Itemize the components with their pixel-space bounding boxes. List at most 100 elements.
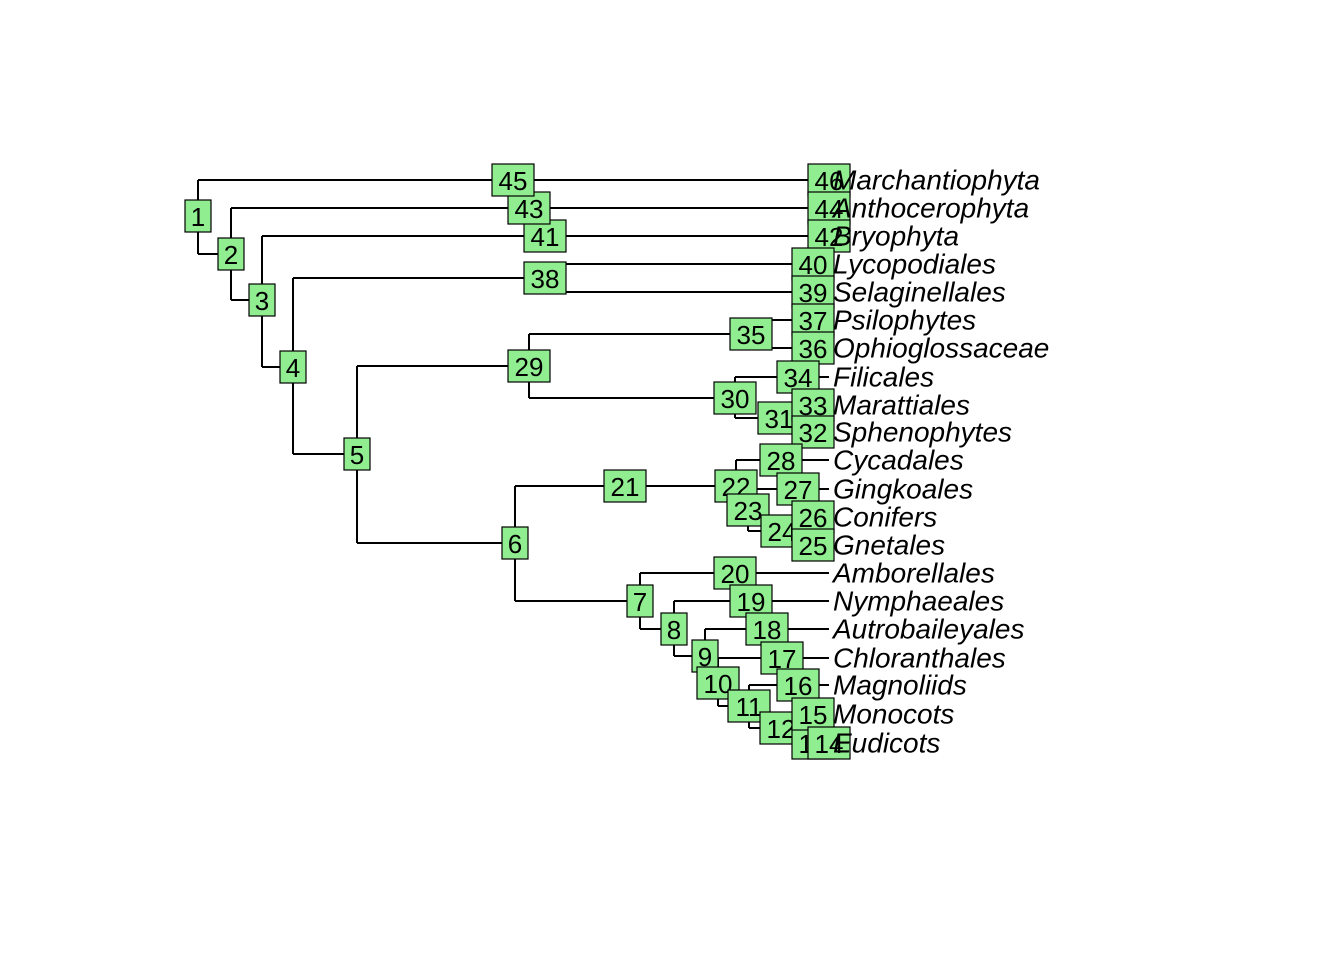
tip-label-lycopodiales: Lycopodiales: [833, 249, 996, 280]
node-box-26: [791, 500, 835, 534]
node-label-14: 14: [807, 726, 851, 760]
node-number-28: 28: [767, 446, 796, 476]
tip-label-cycadales: Cycadales: [833, 445, 964, 476]
node-label-2: 2: [217, 237, 245, 271]
node-box-37: [791, 303, 835, 337]
node-number-25: 25: [799, 531, 828, 561]
node-label-5: 5: [343, 437, 371, 471]
node-box-7: [626, 584, 654, 618]
node-box-20: [713, 556, 757, 590]
node-number-37: 37: [799, 306, 828, 336]
node-label-44: 44: [807, 191, 851, 225]
node-box-3: [248, 283, 276, 317]
node-box-27: [776, 472, 820, 506]
node-label-46: 46: [807, 163, 851, 197]
tip-label-chloranthales: Chloranthales: [833, 643, 1006, 674]
tip-labels: MarchantiophytaAnthocerophytaBryophytaLy…: [831, 165, 1049, 759]
node-number-6: 6: [508, 529, 522, 559]
node-number-30: 30: [721, 384, 750, 414]
node-box-39: [791, 275, 835, 309]
node-box-1: [184, 199, 212, 233]
node-number-20: 20: [721, 559, 750, 589]
node-label-18: 18: [745, 612, 789, 646]
node-number-11: 11: [736, 692, 763, 722]
node-box-6: [501, 526, 529, 560]
node-number-34: 34: [784, 363, 813, 393]
node-number-46: 46: [815, 166, 844, 196]
node-number-18: 18: [753, 615, 782, 645]
tip-label-nymphaeales: Nymphaeales: [833, 586, 1004, 617]
node-box-4: [279, 350, 307, 384]
node-label-40: 40: [791, 247, 835, 281]
node-box-29: [507, 349, 551, 383]
tip-label-sphenophytes: Sphenophytes: [833, 417, 1012, 448]
tip-label-monocots: Monocots: [833, 699, 954, 730]
node-number-16: 16: [784, 671, 813, 701]
node-box-30: [713, 381, 757, 415]
node-label-6: 6: [501, 526, 529, 560]
tip-label-ophioglossaceae: Ophioglossaceae: [833, 333, 1049, 364]
node-label-1: 1: [184, 199, 212, 233]
node-label-21: 21: [603, 469, 647, 503]
node-label-29: 29: [507, 349, 551, 383]
node-number-43: 43: [515, 194, 544, 224]
node-label-45: 45: [491, 163, 535, 197]
node-number-32: 32: [799, 418, 828, 448]
node-box-46: [807, 163, 851, 197]
node-number-40: 40: [799, 250, 828, 280]
tip-label-psilophytes: Psilophytes: [833, 305, 976, 336]
node-number-26: 26: [799, 503, 828, 533]
tip-label-gingkoales: Gingkoales: [833, 474, 973, 505]
node-box-44: [807, 191, 851, 225]
tip-label-filicales: Filicales: [833, 362, 934, 393]
tip-label-magnoliids: Magnoliids: [833, 670, 967, 701]
node-box-42: [807, 219, 851, 253]
node-box-38: [523, 261, 567, 295]
node-label-23: 23: [726, 493, 770, 527]
node-label-3: 3: [248, 283, 276, 317]
tip-label-marchantiophyta: Marchantiophyta: [833, 165, 1040, 196]
node-label-38: 38: [523, 261, 567, 295]
node-number-15: 15: [799, 700, 828, 730]
node-number-14: 14: [815, 729, 844, 759]
node-label-37: 37: [791, 303, 835, 337]
node-label-7: 7: [626, 584, 654, 618]
node-box-35: [729, 317, 773, 351]
node-box-32: [791, 415, 835, 449]
tip-label-anthocerophyta: Anthocerophyta: [831, 193, 1029, 224]
node-number-3: 3: [255, 286, 269, 316]
node-number-2: 2: [224, 240, 238, 270]
node-number-31: 31: [765, 404, 794, 434]
node-box-2: [217, 237, 245, 271]
node-number-23: 23: [734, 496, 763, 526]
node-number-12: 12: [767, 714, 796, 744]
node-box-15: [791, 697, 835, 731]
node-label-30: 30: [713, 381, 757, 415]
node-box-21: [603, 469, 647, 503]
node-box-41: [523, 219, 567, 253]
tip-label-eudicots: Eudicots: [833, 728, 940, 759]
node-label-36: 36: [791, 331, 835, 365]
node-label-25: 25: [791, 528, 835, 562]
node-number-8: 8: [667, 615, 681, 645]
node-labels: 1234567891011121321222324293031353841434…: [184, 163, 851, 760]
node-number-39: 39: [799, 278, 828, 308]
node-number-44: 44: [815, 194, 844, 224]
node-label-26: 26: [791, 500, 835, 534]
node-number-35: 35: [737, 320, 766, 350]
tip-label-conifers: Conifers: [833, 502, 937, 533]
node-number-42: 42: [815, 222, 844, 252]
node-number-41: 41: [531, 222, 560, 252]
node-label-35: 35: [729, 317, 773, 351]
node-label-41: 41: [523, 219, 567, 253]
node-label-20: 20: [713, 556, 757, 590]
node-label-32: 32: [791, 415, 835, 449]
node-box-43: [507, 191, 551, 225]
tip-label-bryophyta: Bryophyta: [833, 221, 959, 252]
node-box-25: [791, 528, 835, 562]
node-label-27: 27: [776, 472, 820, 506]
node-box-36: [791, 331, 835, 365]
tree-branches: [197, 179, 829, 744]
node-label-42: 42: [807, 219, 851, 253]
